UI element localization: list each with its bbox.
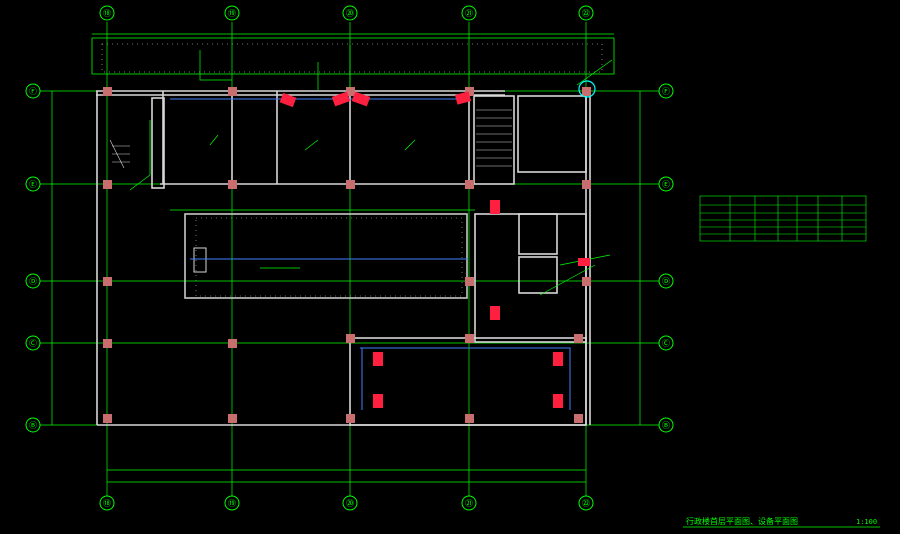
title-block: 行政楼首层平面图、设备平面图 1:100 bbox=[683, 516, 880, 528]
row-axis-bubbles-left: Ⓕ Ⓔ Ⓓ Ⓒ Ⓑ bbox=[25, 83, 41, 433]
axis-label: Ⓕ bbox=[29, 87, 37, 96]
axis-label: Ⓒ bbox=[662, 339, 670, 348]
structural-columns bbox=[103, 87, 591, 423]
row-axis-bubbles-right: Ⓕ Ⓔ Ⓓ Ⓒ Ⓑ bbox=[658, 83, 674, 433]
axis-label: Ⓕ bbox=[662, 87, 670, 96]
axis-label: ㉑ bbox=[465, 499, 473, 508]
hvac-pipes bbox=[170, 98, 571, 410]
column-axis-bubbles-bottom: ⑱ ⑲ ⑳ ㉑ ㉒ bbox=[99, 495, 594, 511]
axis-label: ㉒ bbox=[582, 499, 590, 508]
axis-label: ㉒ bbox=[582, 9, 590, 18]
axis-label: ㉑ bbox=[465, 9, 473, 18]
courtyard-planting bbox=[193, 217, 463, 297]
axis-label: Ⓒ bbox=[29, 339, 37, 348]
planter-strip bbox=[91, 37, 615, 75]
axis-label: ⑱ bbox=[103, 499, 111, 508]
axis-label: Ⓓ bbox=[29, 277, 37, 286]
annotation-leaders bbox=[129, 45, 613, 296]
riser-symbol bbox=[578, 80, 596, 98]
column-axis-bubbles-top: ⑱ ⑲ ⑳ ㉑ ㉒ bbox=[99, 5, 594, 21]
axis-label: ⑳ bbox=[346, 9, 354, 18]
hvac-equipment bbox=[279, 91, 590, 408]
axis-label: ⑳ bbox=[346, 499, 354, 508]
drawing-title: 行政楼首层平面图、设备平面图 bbox=[686, 516, 798, 526]
axis-label: ⑲ bbox=[228, 9, 236, 18]
axis-label: ⑱ bbox=[103, 9, 111, 18]
axis-label: Ⓑ bbox=[662, 421, 670, 430]
building-walls bbox=[96, 90, 591, 426]
axis-label: Ⓑ bbox=[29, 421, 37, 430]
axis-label: Ⓔ bbox=[662, 180, 670, 189]
equipment-schedule-table bbox=[699, 195, 867, 242]
axis-label: Ⓔ bbox=[29, 180, 37, 189]
drawing-scale: 1:100 bbox=[856, 518, 877, 526]
axis-label: ⑲ bbox=[228, 499, 236, 508]
axis-label: Ⓓ bbox=[662, 277, 670, 286]
staircase bbox=[109, 109, 512, 169]
